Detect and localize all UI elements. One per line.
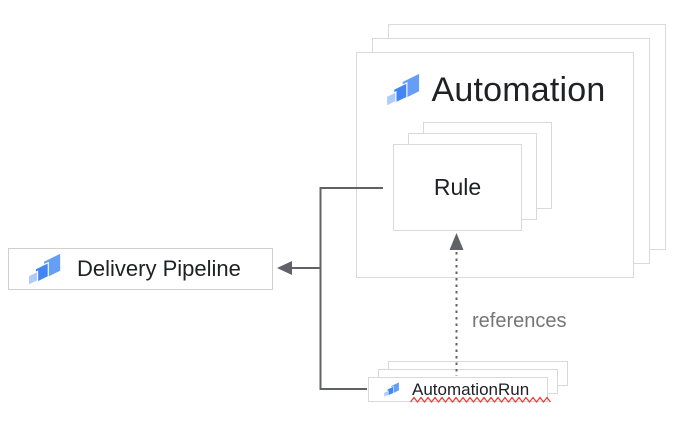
left-arrowhead-icon (277, 261, 292, 275)
cloud-deploy-icon (385, 73, 419, 107)
automation-header: Automation (357, 71, 633, 108)
delivery-pipeline-label: Delivery Pipeline (77, 256, 241, 281)
cloud-deploy-icon (383, 382, 399, 398)
references-edge-label: references (472, 310, 567, 332)
rule-label: Rule (433, 174, 482, 200)
automation-label: Automation (431, 70, 606, 109)
delivery-pipeline-box: Delivery Pipeline (8, 248, 273, 290)
spellcheck-squiggle (410, 396, 552, 404)
automation-run-box: AutomationRun (368, 377, 552, 404)
rule-box: Rule (393, 144, 522, 231)
cloud-deploy-icon (27, 253, 61, 286)
automation-run-label: AutomationRun (412, 380, 530, 399)
